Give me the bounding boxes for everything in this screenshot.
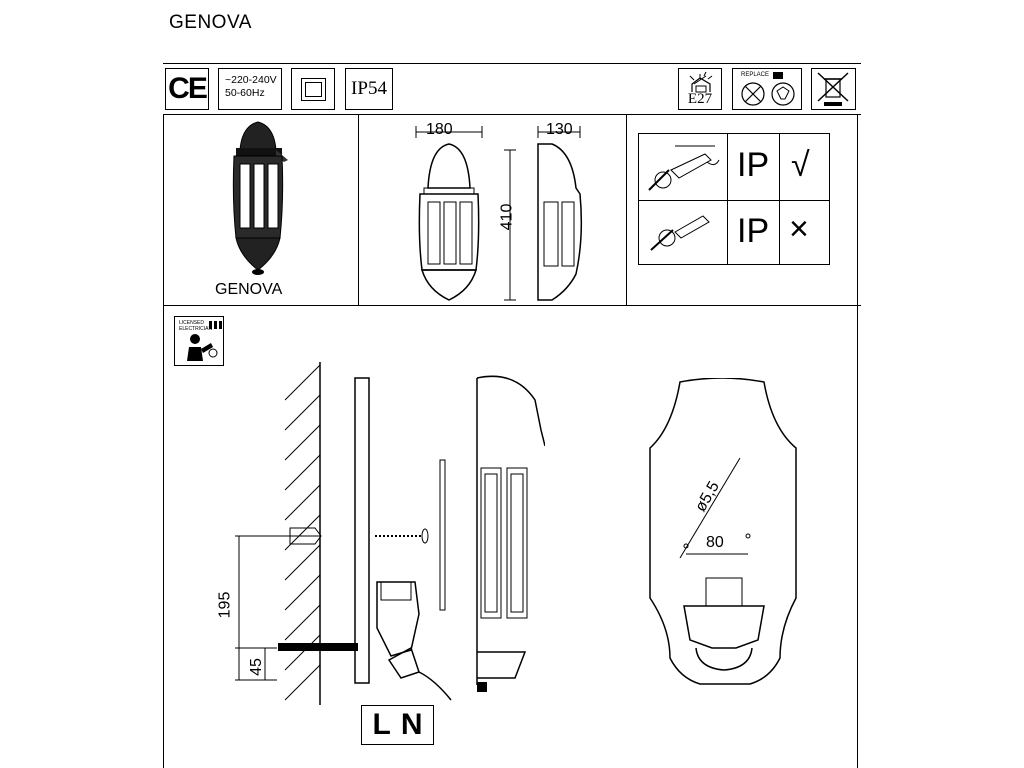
cross-mark-icon: × [789, 210, 809, 248]
voltage-text: ~220-240V [225, 74, 277, 86]
frame-right-line [857, 114, 858, 768]
weee-bin-icon [811, 68, 856, 110]
live-label: L [372, 708, 391, 741]
ip-table: IP √ IP × [638, 133, 830, 265]
class-ii-icon [291, 68, 335, 110]
e27-label: E27 [687, 91, 713, 107]
frequency-text: 50-60Hz [225, 87, 265, 99]
bulb-e27-icon: E27 [678, 68, 722, 110]
replace-label: REPLACE [741, 72, 770, 78]
neutral-label: N [400, 708, 423, 741]
voltage-box: ~220-240V 50-60Hz [218, 68, 282, 110]
dim-width: 180 [426, 121, 453, 138]
dim-mount-height: 195 [216, 591, 234, 619]
electrician-icon: LICENSED ELECTRICIAN [174, 316, 224, 366]
electrician-label-2: ELECTRICIAN [179, 326, 213, 332]
dim-cable-height: 45 [247, 658, 265, 676]
ce-mark-icon: CE [165, 68, 209, 110]
dim-depth: 130 [546, 121, 573, 138]
drill-icon [650, 215, 710, 251]
ip-label-no: IP [737, 212, 770, 250]
dim-height: 410 [498, 203, 516, 231]
frame-line-3 [163, 305, 861, 306]
installation-drawing [235, 362, 545, 705]
ip-rating-badge: IP54 [345, 68, 393, 110]
frame-line-2 [163, 114, 861, 115]
wiring-label-box: L N [361, 705, 434, 745]
dimension-drawing [415, 126, 583, 301]
screwdriver-icon [648, 145, 720, 191]
check-mark-icon: √ [791, 146, 810, 184]
frame-divider-2 [626, 114, 627, 305]
dim-hole-spacing: 80 [706, 534, 724, 551]
replace-bulb-icon: REPLACE [732, 68, 802, 110]
ip-label-ok: IP [737, 146, 770, 184]
frame-divider-1 [358, 114, 359, 305]
frame-left-line [163, 114, 164, 768]
backplate-template [649, 378, 797, 685]
electrician-label-1: LICENSED [179, 320, 205, 326]
lamp-product-image [232, 121, 288, 275]
product-label: GENOVA [215, 281, 283, 298]
frame-top-line [163, 63, 861, 64]
page-title: GENOVA [169, 12, 252, 33]
